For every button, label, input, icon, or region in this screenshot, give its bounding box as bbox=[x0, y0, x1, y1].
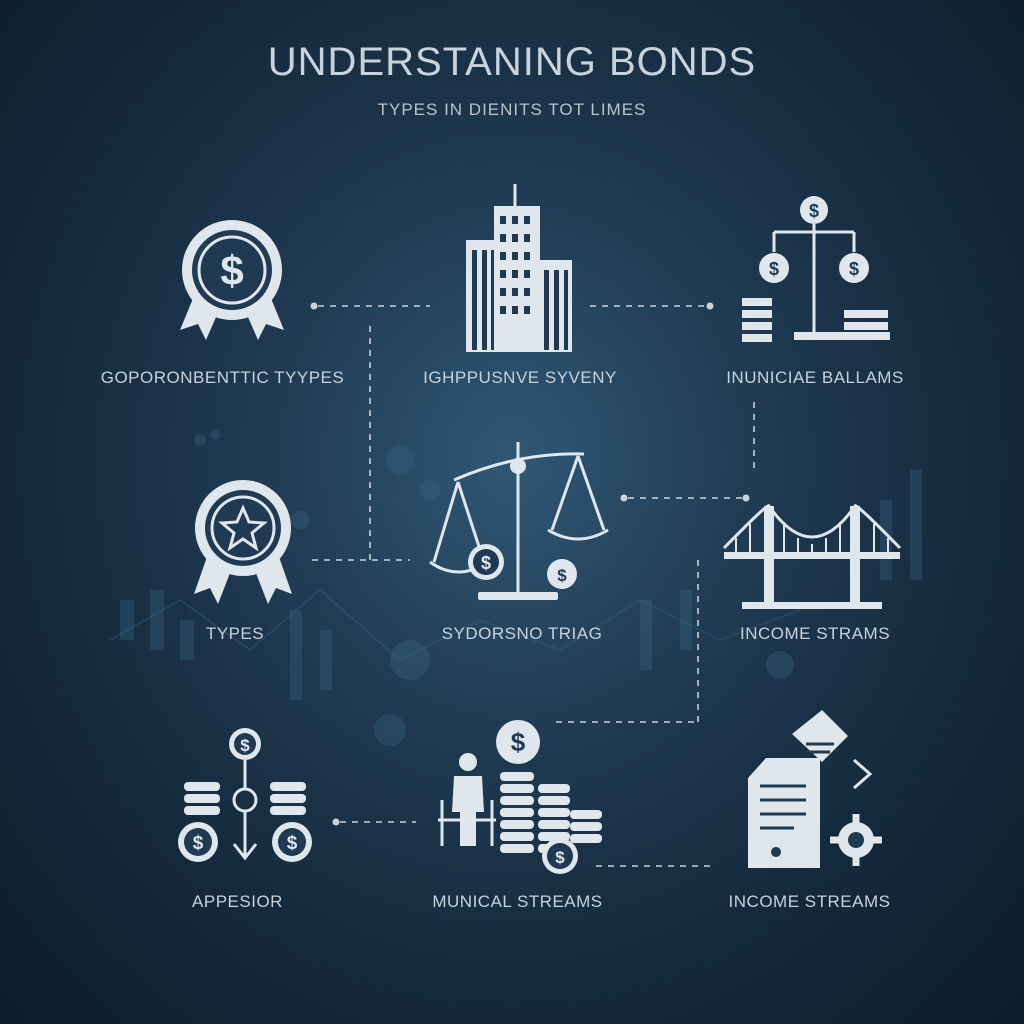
balance-scale-coins-icon: $ $ $ bbox=[738, 190, 898, 350]
person-coin-stacks-icon: $ $ bbox=[434, 716, 614, 882]
svg-text:$: $ bbox=[849, 259, 859, 279]
svg-text:$: $ bbox=[511, 727, 526, 757]
svg-text:$: $ bbox=[557, 566, 567, 585]
node-label-5: SYDORSNO TRIAG bbox=[441, 624, 603, 643]
coin-flow-icon: $ $ $ bbox=[170, 724, 320, 874]
node-label-9: INCOME STREAMS bbox=[728, 892, 891, 911]
node-label-4: TYPES bbox=[205, 624, 265, 643]
svg-text:$: $ bbox=[193, 833, 204, 854]
page-subtitle: TYPES IN DIENITS TOT LIMES bbox=[377, 100, 647, 119]
svg-text:$: $ bbox=[240, 736, 250, 755]
svg-text:$: $ bbox=[287, 833, 298, 854]
node-label-2: IGHPPUSNVE SYVENY bbox=[423, 368, 617, 387]
office-building-icon bbox=[460, 184, 580, 354]
scales-dollar-icon: $ $ bbox=[424, 432, 624, 612]
svg-text:$: $ bbox=[481, 553, 491, 573]
page-title: UNDERSTANING BONDS bbox=[267, 40, 757, 84]
node-label-8: MUNICAL STREAMS bbox=[432, 892, 603, 911]
svg-text:$: $ bbox=[220, 247, 243, 294]
svg-text:$: $ bbox=[769, 259, 779, 279]
bridge-icon bbox=[722, 498, 902, 613]
node-label-3: INUNICIAE BALLAMS bbox=[726, 368, 904, 387]
award-star-icon bbox=[188, 476, 298, 608]
node-label-1: GOPORONBENTTIC TYYPES bbox=[100, 368, 345, 387]
svg-text:$: $ bbox=[809, 201, 819, 221]
node-label-7: APPESIOR bbox=[192, 892, 283, 911]
award-dollar-icon: $ bbox=[172, 218, 292, 348]
svg-text:$: $ bbox=[555, 848, 565, 867]
documents-gear-icon bbox=[744, 708, 894, 878]
node-label-6: INCOME STRAMS bbox=[739, 624, 891, 643]
